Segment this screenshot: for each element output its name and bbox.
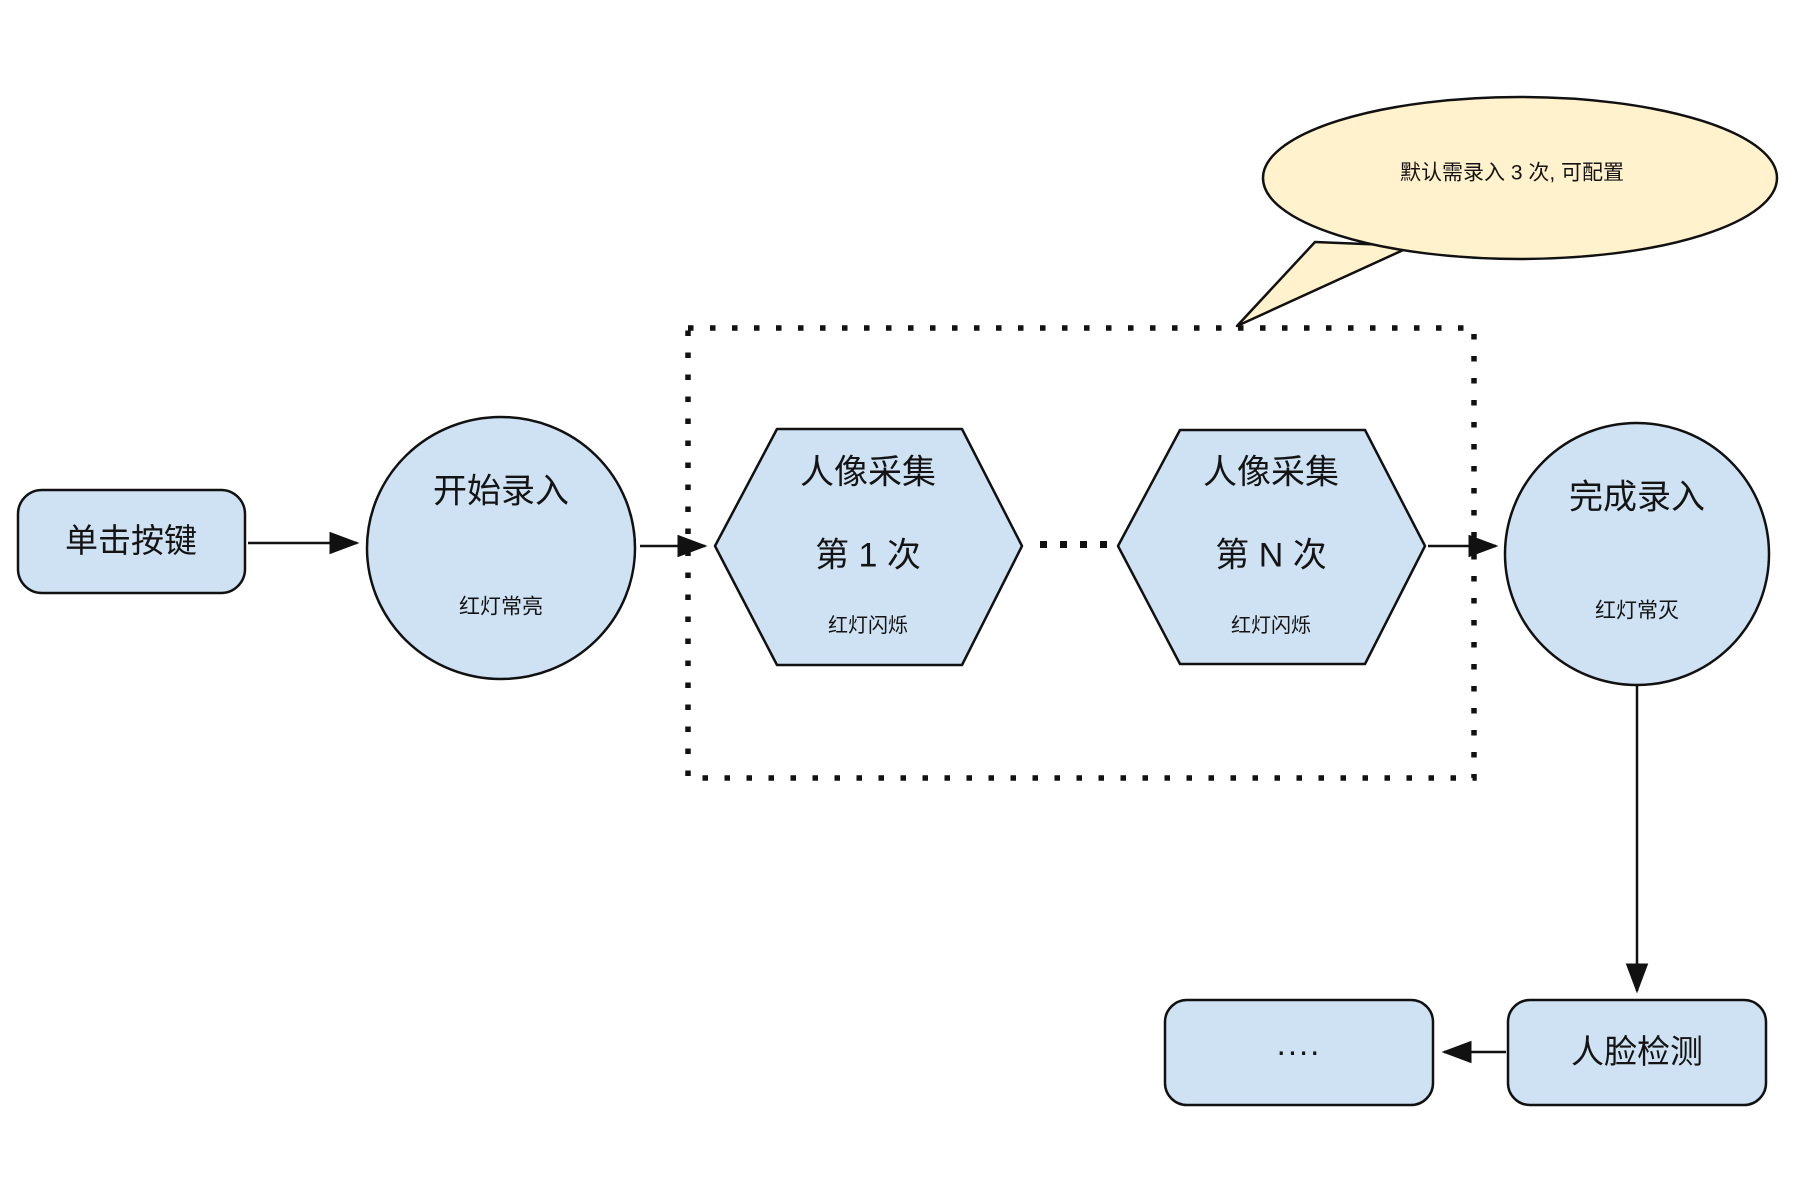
- capture-nth-label: 人像采集: [1203, 453, 1339, 492]
- capture-nth-node: [1116, 428, 1427, 666]
- finish-record-node: [1503, 421, 1771, 687]
- repeat-ellipsis-dots: [1040, 541, 1107, 548]
- capture-first-label: 人像采集: [800, 453, 936, 492]
- more-node: [1163, 998, 1435, 1107]
- start-button-node: [16, 488, 247, 595]
- start-record-sublabel: 红灯常亮: [459, 595, 543, 619]
- capture-first-count: 第 1 次: [815, 536, 921, 575]
- capture-nth-count: 第 N 次: [1215, 536, 1327, 575]
- capture-first-sublabel: 红灯闪烁: [828, 615, 908, 637]
- face-detect-node: [1506, 998, 1768, 1107]
- finish-record-label: 完成录入: [1569, 478, 1705, 517]
- more-label: ....: [1276, 1025, 1322, 1063]
- callout-bubble-tail: [1235, 240, 1414, 328]
- finish-record-sublabel: 红灯常灭: [1595, 599, 1679, 623]
- callout-text: 默认需录入 3 次, 可配置: [1399, 161, 1625, 185]
- callout-bubble: [1261, 95, 1779, 261]
- capture-first-node: [713, 427, 1024, 667]
- capture-nth-sublabel: 红灯闪烁: [1231, 615, 1311, 637]
- start-record-label: 开始录入: [433, 472, 569, 511]
- start-button-label: 单击按键: [65, 522, 197, 560]
- start-record-node: [365, 415, 637, 681]
- face-detect-label: 人脸检测: [1571, 1033, 1703, 1071]
